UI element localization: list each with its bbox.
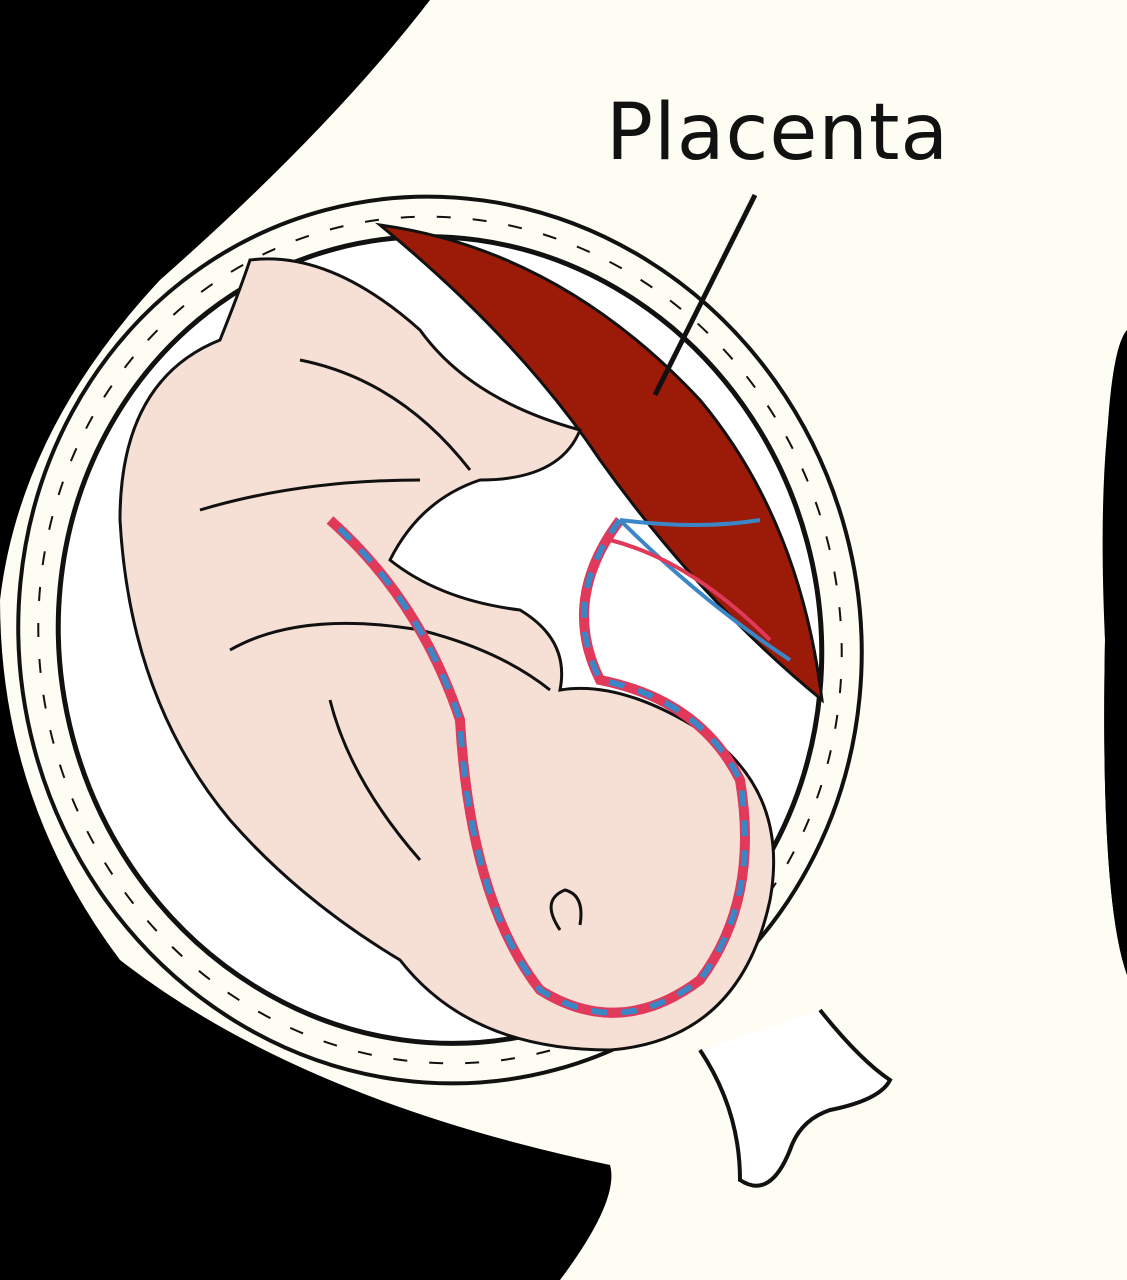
placenta — [374, 222, 824, 704]
cervix — [698, 1008, 893, 1188]
umbilical-cord-vein — [328, 517, 748, 1016]
background-shape-right — [1102, 330, 1127, 975]
fetus-body — [118, 257, 776, 1052]
placental-vessels — [618, 518, 792, 662]
label-pointer-line — [652, 193, 758, 397]
uterus-middle-wall — [37, 215, 843, 1065]
fetus-ear — [549, 888, 583, 931]
fetus-leg — [199, 358, 472, 512]
placental-vessels-red — [609, 538, 772, 642]
placenta-label: Placenta — [606, 88, 950, 178]
